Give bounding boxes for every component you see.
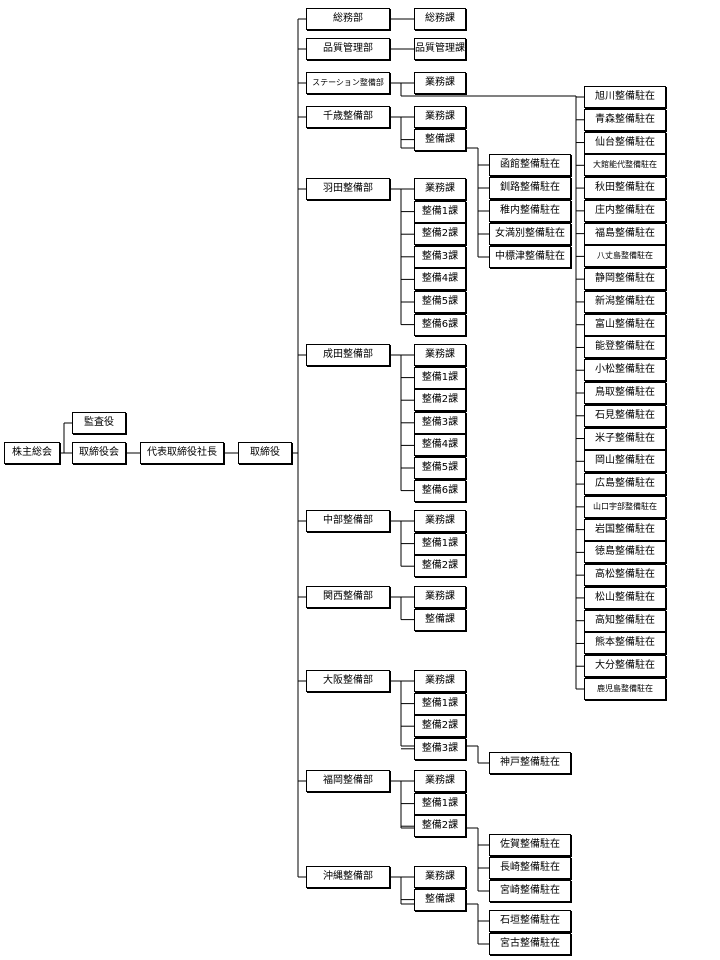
station-box: 函館整備駐在	[489, 154, 571, 176]
station-box: 大分整備駐在	[584, 655, 666, 678]
section-box: 整備2課	[414, 815, 466, 838]
station-box: 釧路整備駐在	[489, 177, 571, 199]
section-box: 整備5課	[414, 291, 466, 313]
board-box: 取締役会	[72, 442, 126, 464]
section-box: 整備4課	[414, 268, 466, 291]
station-box: 高知整備駐在	[584, 609, 666, 632]
dept-box: 総務部	[306, 8, 390, 30]
station-box: 福島整備駐在	[584, 222, 666, 245]
station-box: 青森整備駐在	[584, 108, 666, 131]
station-box: 神戸整備駐在	[489, 752, 571, 774]
station-box: 八丈島整備駐在	[584, 245, 666, 268]
dept-box: 中部整備部	[306, 510, 390, 532]
section-box: 整備課	[414, 128, 466, 151]
section-box: 整備1課	[414, 792, 466, 815]
station-box: 能登整備駐在	[584, 336, 666, 359]
shareholders-box: 株主総会	[4, 442, 60, 464]
section-box: 整備1課	[414, 532, 466, 555]
section-box: 整備1課	[414, 366, 466, 389]
station-box: 宮崎整備駐在	[489, 880, 571, 902]
station-box: 大館能代整備駐在	[584, 154, 666, 177]
dept-box: 沖縄整備部	[306, 866, 390, 888]
section-box: 品質管理課	[414, 38, 466, 60]
station-box: 秋田整備駐在	[584, 177, 666, 200]
station-box: 稚内整備駐在	[489, 200, 571, 222]
station-box: 仙台整備駐在	[584, 131, 666, 154]
dept-box: 羽田整備部	[306, 178, 390, 200]
section-box: 業務課	[414, 866, 466, 888]
dept-box: 関西整備部	[306, 586, 390, 608]
section-box: 業務課	[414, 770, 466, 792]
station-box: 鹿児島整備駐在	[584, 678, 666, 700]
station-box: 松山整備駐在	[584, 586, 666, 609]
station-box: 富山整備駐在	[584, 313, 666, 336]
section-box: 整備2課	[414, 389, 466, 412]
dept-box: 成田整備部	[306, 344, 390, 366]
station-box: 静岡整備駐在	[584, 268, 666, 291]
station-box: 石垣整備駐在	[489, 910, 571, 932]
station-box: 徳島整備駐在	[584, 541, 666, 564]
station-box: 米子整備駐在	[584, 427, 666, 450]
station-box: 小松整備駐在	[584, 359, 666, 382]
station-box: 長崎整備駐在	[489, 857, 571, 879]
dept-box: 千歳整備部	[306, 106, 390, 128]
directors-box: 取締役	[238, 442, 292, 464]
station-box: 宮古整備駐在	[489, 933, 571, 955]
section-box: 整備2課	[414, 715, 466, 738]
auditor-box: 監査役	[72, 412, 126, 434]
section-box: 整備3課	[414, 245, 466, 268]
station-box: 熊本整備駐在	[584, 632, 666, 655]
section-box: 整備4課	[414, 434, 466, 457]
section-box: 業務課	[414, 178, 466, 200]
station-box: 岡山整備駐在	[584, 450, 666, 473]
section-box: 整備1課	[414, 692, 466, 715]
section-box: 整備1課	[414, 200, 466, 223]
station-box: 庄内整備駐在	[584, 199, 666, 222]
president-box: 代表取締役社長	[140, 442, 224, 464]
dept-station-maintenance: ステーション整備部	[306, 72, 390, 94]
section-box: 整備5課	[414, 457, 466, 479]
section-box: 業務課	[414, 72, 466, 94]
station-box: 鳥取整備駐在	[584, 382, 666, 404]
station-box: 旭川整備駐在	[584, 86, 666, 108]
section-box: 整備6課	[414, 479, 466, 502]
section-box: 業務課	[414, 106, 466, 128]
section-box: 整備課	[414, 888, 466, 911]
section-box: 整備6課	[414, 313, 466, 336]
station-box: 高松整備駐在	[584, 564, 666, 587]
station-box: 石見整備駐在	[584, 404, 666, 427]
section-box: 整備2課	[414, 555, 466, 578]
dept-box: 福岡整備部	[306, 770, 390, 792]
station-box: 広島整備駐在	[584, 473, 666, 496]
section-box: 業務課	[414, 510, 466, 532]
station-box: 山口宇部整備駐在	[584, 495, 666, 518]
station-box: 新潟整備駐在	[584, 290, 666, 313]
section-box: 業務課	[414, 586, 466, 608]
section-box: 整備3課	[414, 411, 466, 434]
section-box: 業務課	[414, 670, 466, 692]
section-box: 整備3課	[414, 737, 466, 760]
station-box: 女満別整備駐在	[489, 223, 571, 245]
dept-box: 品質管理部	[306, 38, 390, 60]
section-box: 整備2課	[414, 223, 466, 246]
dept-box: 大阪整備部	[306, 670, 390, 692]
station-box: 中標津整備駐在	[489, 246, 571, 268]
section-box: 整備課	[414, 608, 466, 631]
section-box: 総務課	[414, 8, 466, 30]
section-box: 業務課	[414, 344, 466, 366]
station-box: 岩国整備駐在	[584, 518, 666, 541]
station-box: 佐賀整備駐在	[489, 834, 571, 856]
